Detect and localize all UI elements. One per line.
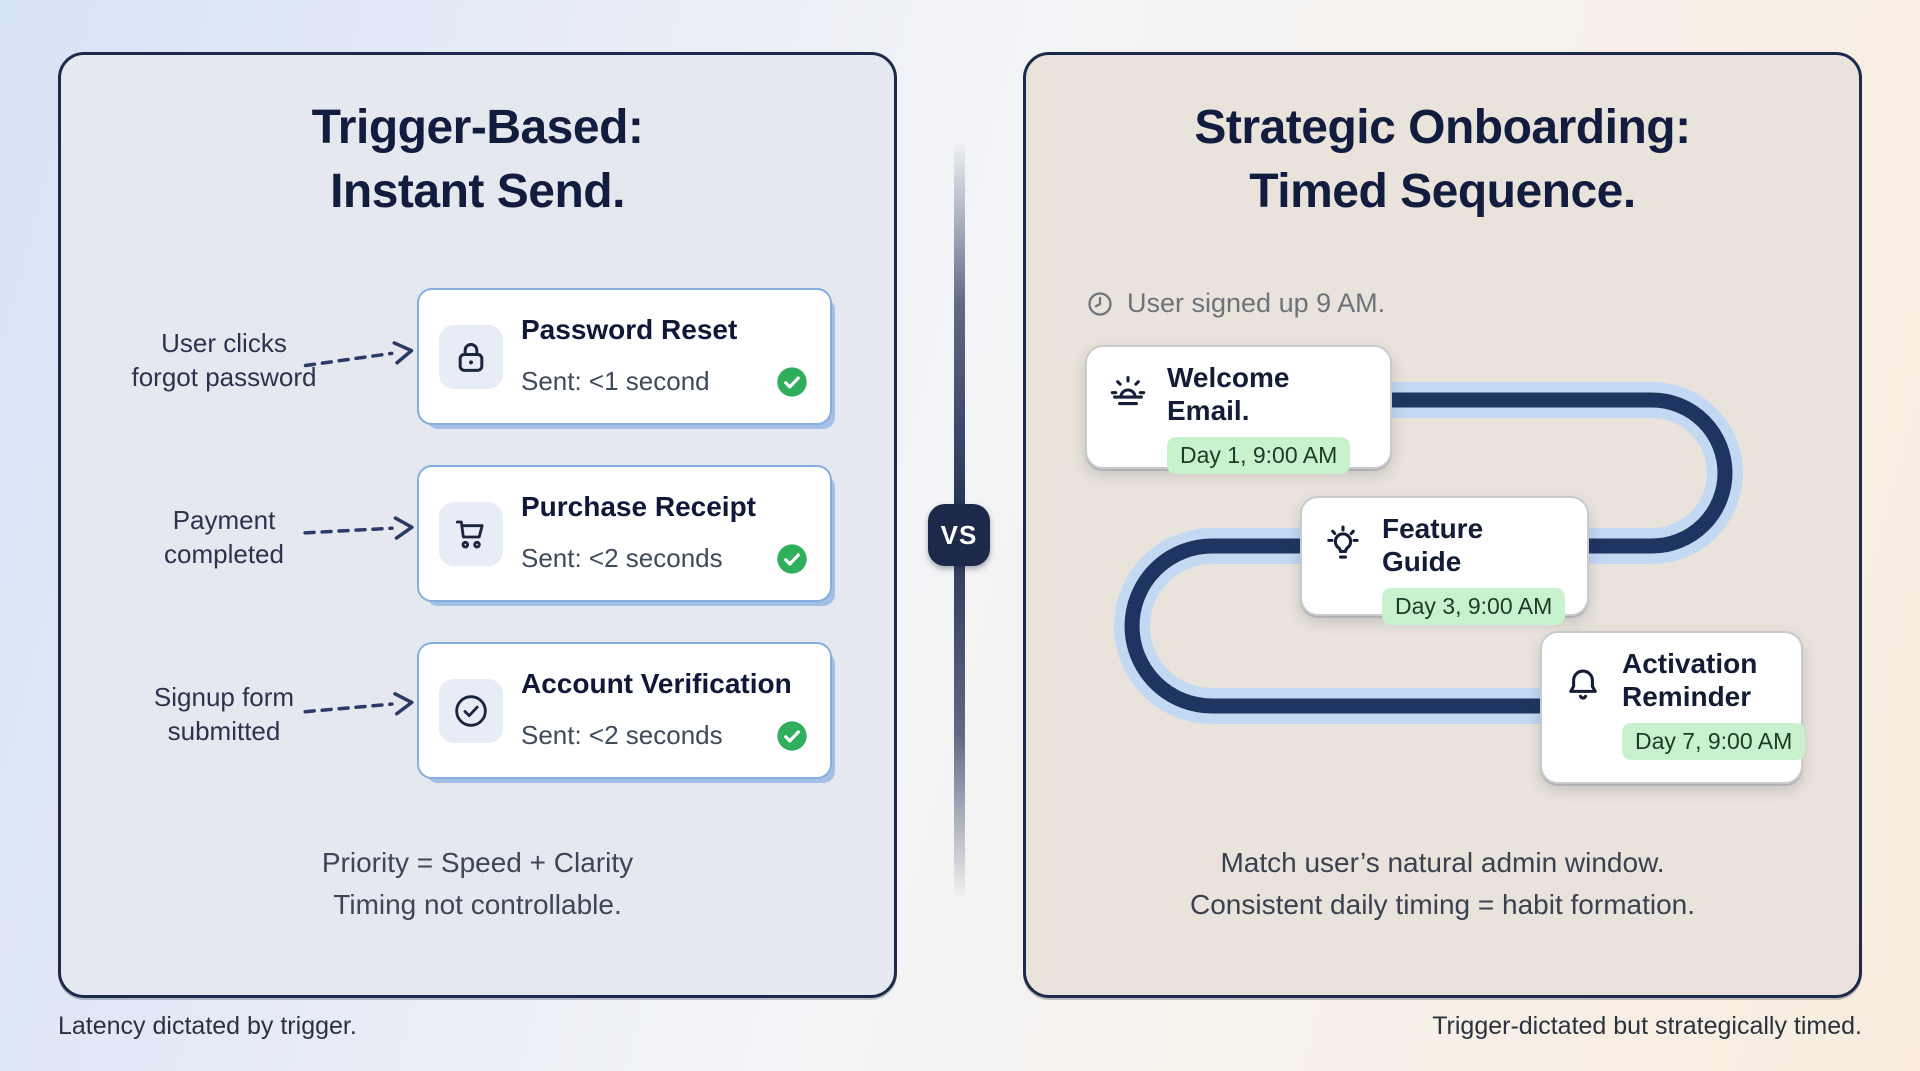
trigger-label-line: Payment	[172, 505, 276, 535]
left-title-line2: Instant Send.	[330, 165, 625, 218]
cart-icon	[439, 502, 503, 566]
card-password-reset: Password Reset Sent: <1 second	[417, 288, 832, 425]
dashed-arrow-icon	[303, 341, 414, 368]
check-circle-green-icon	[777, 367, 807, 397]
step-card-activation-reminder: Activation Reminder Day 7, 9:00 AM	[1540, 631, 1806, 784]
trigger-label-line: User clicks	[161, 328, 287, 358]
signup-note: User signed up 9 AM.	[1085, 288, 1385, 319]
card-title: Account Verification	[521, 668, 792, 699]
step-title: Feature Guide	[1382, 513, 1484, 577]
dashed-arrow-icon	[303, 692, 414, 716]
right-title-line2: Timed Sequence.	[1249, 165, 1636, 218]
card-subtitle: Sent: <1 second	[521, 366, 710, 396]
card-account-verification: Account Verification Sent: <2 seconds	[417, 642, 832, 779]
left-title-line1: Trigger-Based:	[311, 101, 644, 154]
trigger-label-payment: Payment completed	[74, 503, 374, 571]
card-purchase-receipt: Purchase Receipt Sent: <2 seconds	[417, 465, 832, 602]
left-summary-line2: Timing not controllable.	[333, 889, 622, 920]
step-schedule-badge: Day 3, 9:00 AM	[1382, 588, 1566, 625]
right-title-line1: Strategic Onboarding:	[1194, 101, 1691, 154]
step-card-feature-guide: Feature Guide Day 3, 9:00 AM	[1300, 496, 1589, 625]
signup-note-text: User signed up 9 AM.	[1127, 288, 1386, 318]
right-summary-line1: Match user’s natural admin window.	[1220, 847, 1665, 878]
dashed-arrow-icon	[303, 516, 414, 540]
vs-badge: VS	[928, 504, 990, 566]
card-subtitle: Sent: <2 seconds	[521, 543, 723, 573]
step-title: Activation Reminder	[1622, 648, 1758, 712]
clock-icon	[1088, 291, 1112, 316]
trigger-label-line: Signup form	[153, 682, 295, 712]
trigger-label-line: submitted	[167, 716, 281, 746]
left-panel-title: Trigger-Based: Instant Send.	[58, 96, 897, 224]
lock-icon	[439, 325, 503, 389]
right-panel-title: Strategic Onboarding: Timed Sequence.	[1023, 96, 1862, 224]
left-panel-summary: Priority = Speed + Clarity Timing not co…	[58, 842, 897, 926]
step-card-welcome-email: Welcome Email. Day 1, 9:00 AM	[1085, 345, 1392, 474]
left-summary-line1: Priority = Speed + Clarity	[321, 847, 634, 878]
right-panel-summary: Match user’s natural admin window. Consi…	[1023, 842, 1862, 926]
check-circle-green-icon	[777, 544, 807, 574]
right-caption: Trigger-dictated but strategically timed…	[1432, 1012, 1862, 1040]
card-subtitle: Sent: <2 seconds	[521, 720, 723, 750]
right-summary-line2: Consistent daily timing = habit formatio…	[1189, 889, 1696, 920]
sunrise-icon	[1105, 371, 1151, 422]
trigger-label-signup: Signup form submitted	[74, 680, 374, 748]
step-schedule-badge: Day 1, 9:00 AM	[1167, 437, 1351, 474]
step-schedule-badge: Day 7, 9:00 AM	[1622, 723, 1806, 760]
trigger-label-forgot-password: User clicks forgot password	[74, 326, 374, 394]
trigger-label-line: forgot password	[131, 362, 317, 392]
lightbulb-icon	[1320, 522, 1366, 573]
card-title: Purchase Receipt	[521, 491, 756, 522]
bell-icon	[1560, 663, 1606, 714]
card-title: Password Reset	[521, 314, 738, 345]
left-caption: Latency dictated by trigger.	[58, 1012, 357, 1040]
trigger-label-line: completed	[164, 539, 284, 569]
check-circle-icon	[439, 679, 503, 743]
step-title: Welcome Email.	[1167, 362, 1290, 426]
check-circle-green-icon	[777, 721, 807, 751]
